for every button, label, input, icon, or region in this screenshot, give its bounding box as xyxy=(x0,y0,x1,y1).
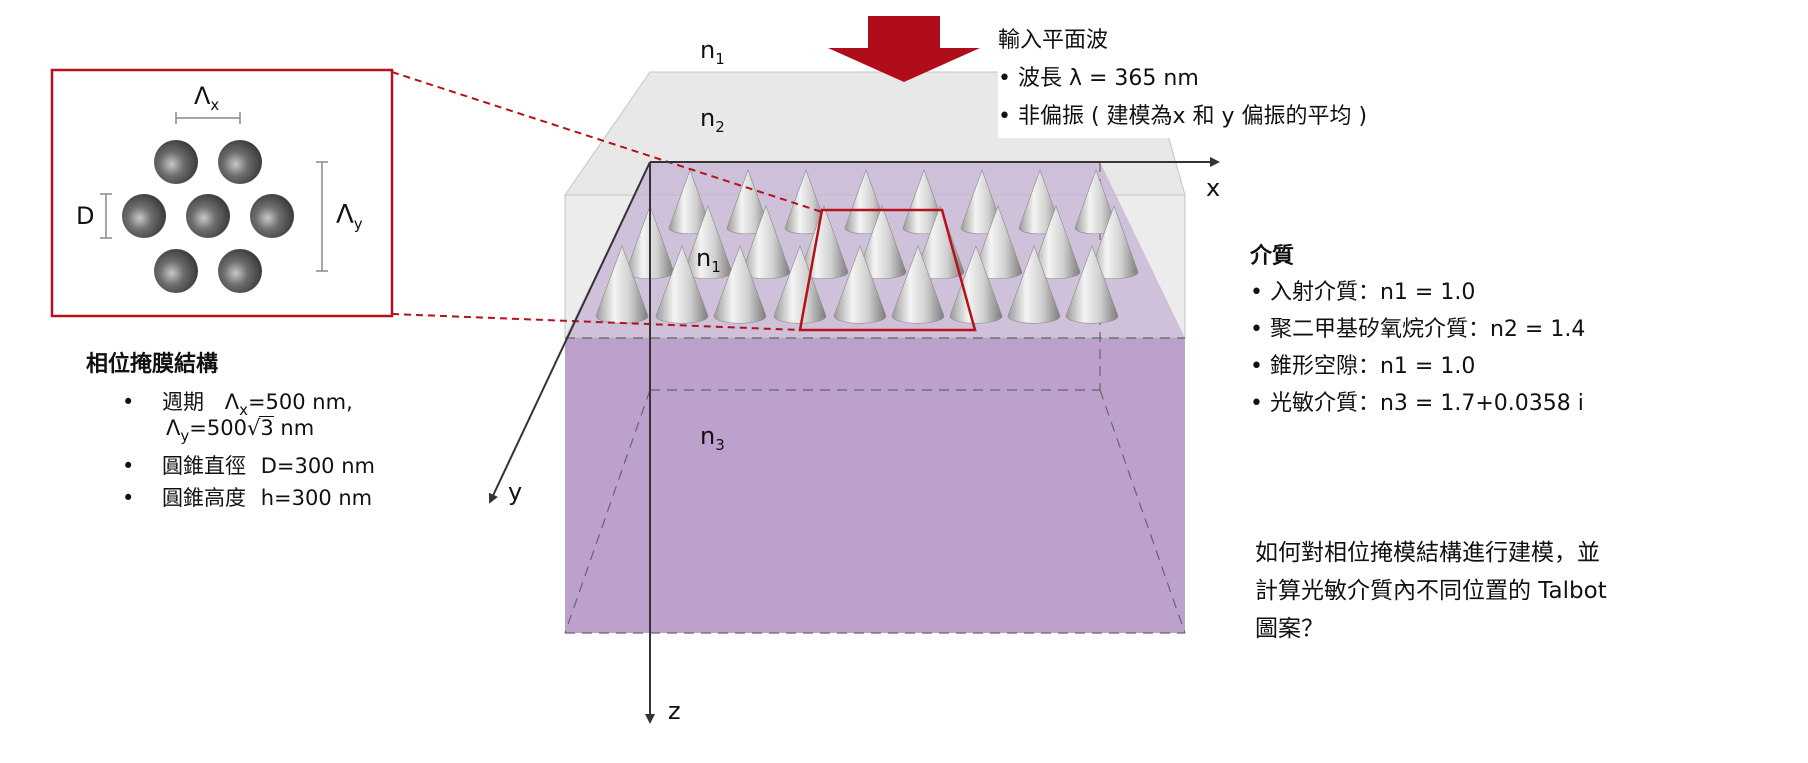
photoresist-block xyxy=(565,338,1185,633)
cone xyxy=(1007,245,1061,324)
cone xyxy=(1065,245,1119,324)
input-wave-wavelength: • 波長 λ = 365 nm xyxy=(998,66,1199,91)
inset-disc xyxy=(250,194,294,238)
inset-disc xyxy=(218,140,262,184)
cone xyxy=(713,245,767,324)
axis-label-y: y xyxy=(508,478,523,506)
media-item-photoresist: • 光敏介質：n3 = 1.7+0.0358 i xyxy=(1250,391,1584,416)
input-wave-arrow xyxy=(828,16,980,82)
y-axis xyxy=(488,161,651,504)
mask-structure-title: 相位掩膜結構 xyxy=(86,352,219,377)
cone xyxy=(773,245,827,324)
label-n3: n3 xyxy=(700,422,725,454)
axis-label-x: x xyxy=(1206,174,1221,202)
media-item-incident: • 入射介質：n1 = 1.0 xyxy=(1250,280,1476,305)
zoom-line-top xyxy=(391,71,823,213)
cone-array xyxy=(595,169,1139,324)
label-n2: n2 xyxy=(700,104,725,136)
input-wave-info: 輸入平面波 • 波長 λ = 365 nm • 非偏振 ( 建模為x 和 y 偏… xyxy=(998,22,1468,138)
inset-label-d: D xyxy=(76,202,95,230)
media-item-cone-void: • 錐形空隙：n1 = 1.0 xyxy=(1250,354,1476,379)
axes xyxy=(488,157,1220,724)
label-n1-top: n1 xyxy=(700,36,725,68)
input-wave-polarization: • 非偏振 ( 建模為x 和 y 偏振的平均 ) xyxy=(998,104,1368,129)
inset-disc xyxy=(186,194,230,238)
media-title: 介質 xyxy=(1250,244,1295,269)
axis-label-z: z xyxy=(668,697,681,725)
inset-disc xyxy=(122,194,166,238)
input-wave-title: 輸入平面波 xyxy=(998,28,1109,53)
inset-label-lambda-y: Λy xyxy=(336,200,363,233)
mask-diameter: •圓錐直徑 D=300 nm xyxy=(122,454,375,478)
cone xyxy=(949,245,1003,324)
label-n1-mid: n1 xyxy=(696,244,721,276)
cone xyxy=(833,245,887,324)
inset-discs xyxy=(122,140,294,293)
cone xyxy=(891,245,945,324)
media-list: • 入射介質：n1 = 1.0 • 聚二甲基矽氧烷介質：n2 = 1.4 • 錐… xyxy=(1250,274,1585,422)
mask-period-x: •週期 Λx=500 nm, xyxy=(122,390,353,419)
unit-cell-outline xyxy=(798,208,977,332)
media-item-pdms: • 聚二甲基矽氧烷介質：n2 = 1.4 xyxy=(1250,317,1586,342)
mask-height: •圓錐高度 h=300 nm xyxy=(122,486,373,510)
inset-label-lambda-x: Λx xyxy=(194,82,220,114)
inset-dimensions xyxy=(100,112,328,272)
inset-disc xyxy=(154,140,198,184)
cone xyxy=(655,245,709,324)
mask-period-y: Λy=500√3 nm xyxy=(166,416,315,445)
inset-disc xyxy=(218,249,262,293)
question-text: 如何對相位掩模結構進行建模，並計算光敏介質內不同位置的 Talbot 圖案？ xyxy=(1255,540,1607,642)
inset-disc xyxy=(154,249,198,293)
zoom-line-bottom xyxy=(391,313,801,331)
